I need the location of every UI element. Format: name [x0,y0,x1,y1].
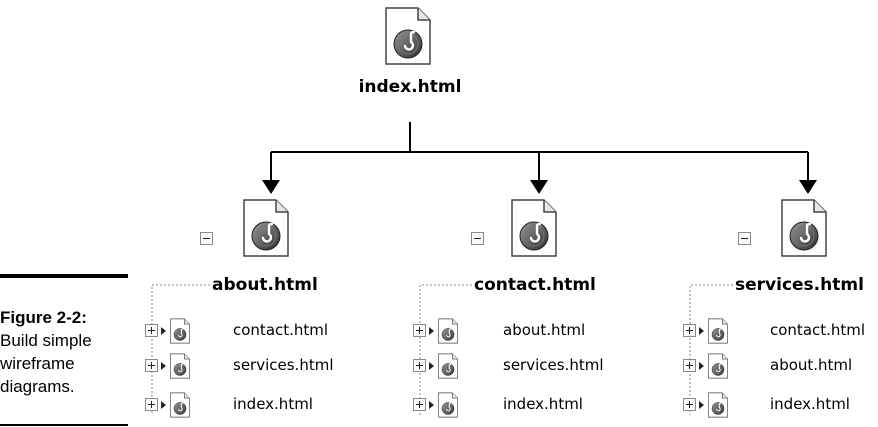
list-item[interactable]: contact.html [145,318,345,344]
branch-label-about[interactable]: about.html [212,275,318,295]
dreamweaver-page-icon [169,392,191,418]
branch-label-services[interactable]: services.html [735,275,864,295]
child-label: services.html [233,356,334,374]
figure-caption: Figure 2-2: Build simple wireframe diagr… [0,306,125,398]
child-label: index.html [233,395,313,413]
arrowhead-services [799,180,817,194]
child-label: index.html [503,395,583,413]
arrowhead-contact [530,180,548,194]
dreamweaver-page-icon [707,318,729,344]
dreamweaver-page-icon [707,353,729,379]
arrow-right-icon [699,362,704,370]
list-item[interactable]: about.html [683,353,878,379]
dreamweaver-page-icon [169,318,191,344]
arrow-right-icon [161,401,166,409]
arrow-right-icon [699,327,704,335]
root-node[interactable] [384,6,444,70]
expand-plus-icon[interactable] [145,324,158,337]
arrowhead-about [262,180,280,194]
expand-plus-icon[interactable] [413,324,426,337]
arrow-right-icon [429,327,434,335]
figure-caption-text: Build simple wireframe diagrams. [0,331,92,396]
child-label: about.html [503,321,586,339]
root-label: index.html [358,77,462,97]
dreamweaver-page-icon [437,353,459,379]
child-label: contact.html [770,321,866,339]
list-item[interactable]: index.html [413,392,613,418]
list-item[interactable]: about.html [413,318,613,344]
dreamweaver-page-icon [169,353,191,379]
list-item[interactable]: contact.html [683,318,878,344]
child-label: contact.html [233,321,329,339]
list-item[interactable]: index.html [683,392,878,418]
arrow-right-icon [699,401,704,409]
caption-bottom-rule [0,424,128,426]
arrow-right-icon [161,327,166,335]
expand-plus-icon[interactable] [413,359,426,372]
arrow-right-icon [161,362,166,370]
expand-plus-icon[interactable] [683,324,696,337]
child-label: index.html [770,395,850,413]
figure-number: Figure 2-2: [0,308,87,327]
dreamweaver-page-icon [384,6,432,66]
arrow-right-icon [429,401,434,409]
dreamweaver-page-icon[interactable] [510,198,558,258]
dreamweaver-page-icon[interactable] [780,198,828,258]
collapse-minus-icon[interactable] [200,232,213,245]
collapse-minus-icon[interactable] [471,232,484,245]
expand-plus-icon[interactable] [145,359,158,372]
dreamweaver-page-icon [437,318,459,344]
list-item[interactable]: index.html [145,392,345,418]
tree-line-contact [419,284,472,415]
arrow-right-icon [429,362,434,370]
dreamweaver-page-icon[interactable] [242,198,290,258]
list-item[interactable]: services.html [145,353,345,379]
expand-plus-icon[interactable] [145,398,158,411]
expand-plus-icon[interactable] [683,398,696,411]
collapse-minus-icon[interactable] [738,232,751,245]
caption-top-rule [0,274,128,278]
dreamweaver-page-icon [707,392,729,418]
child-label: services.html [503,356,604,374]
list-item[interactable]: services.html [413,353,613,379]
expand-plus-icon[interactable] [413,398,426,411]
branch-label-contact[interactable]: contact.html [474,275,596,295]
child-label: about.html [770,356,853,374]
dreamweaver-page-icon [437,392,459,418]
expand-plus-icon[interactable] [683,359,696,372]
